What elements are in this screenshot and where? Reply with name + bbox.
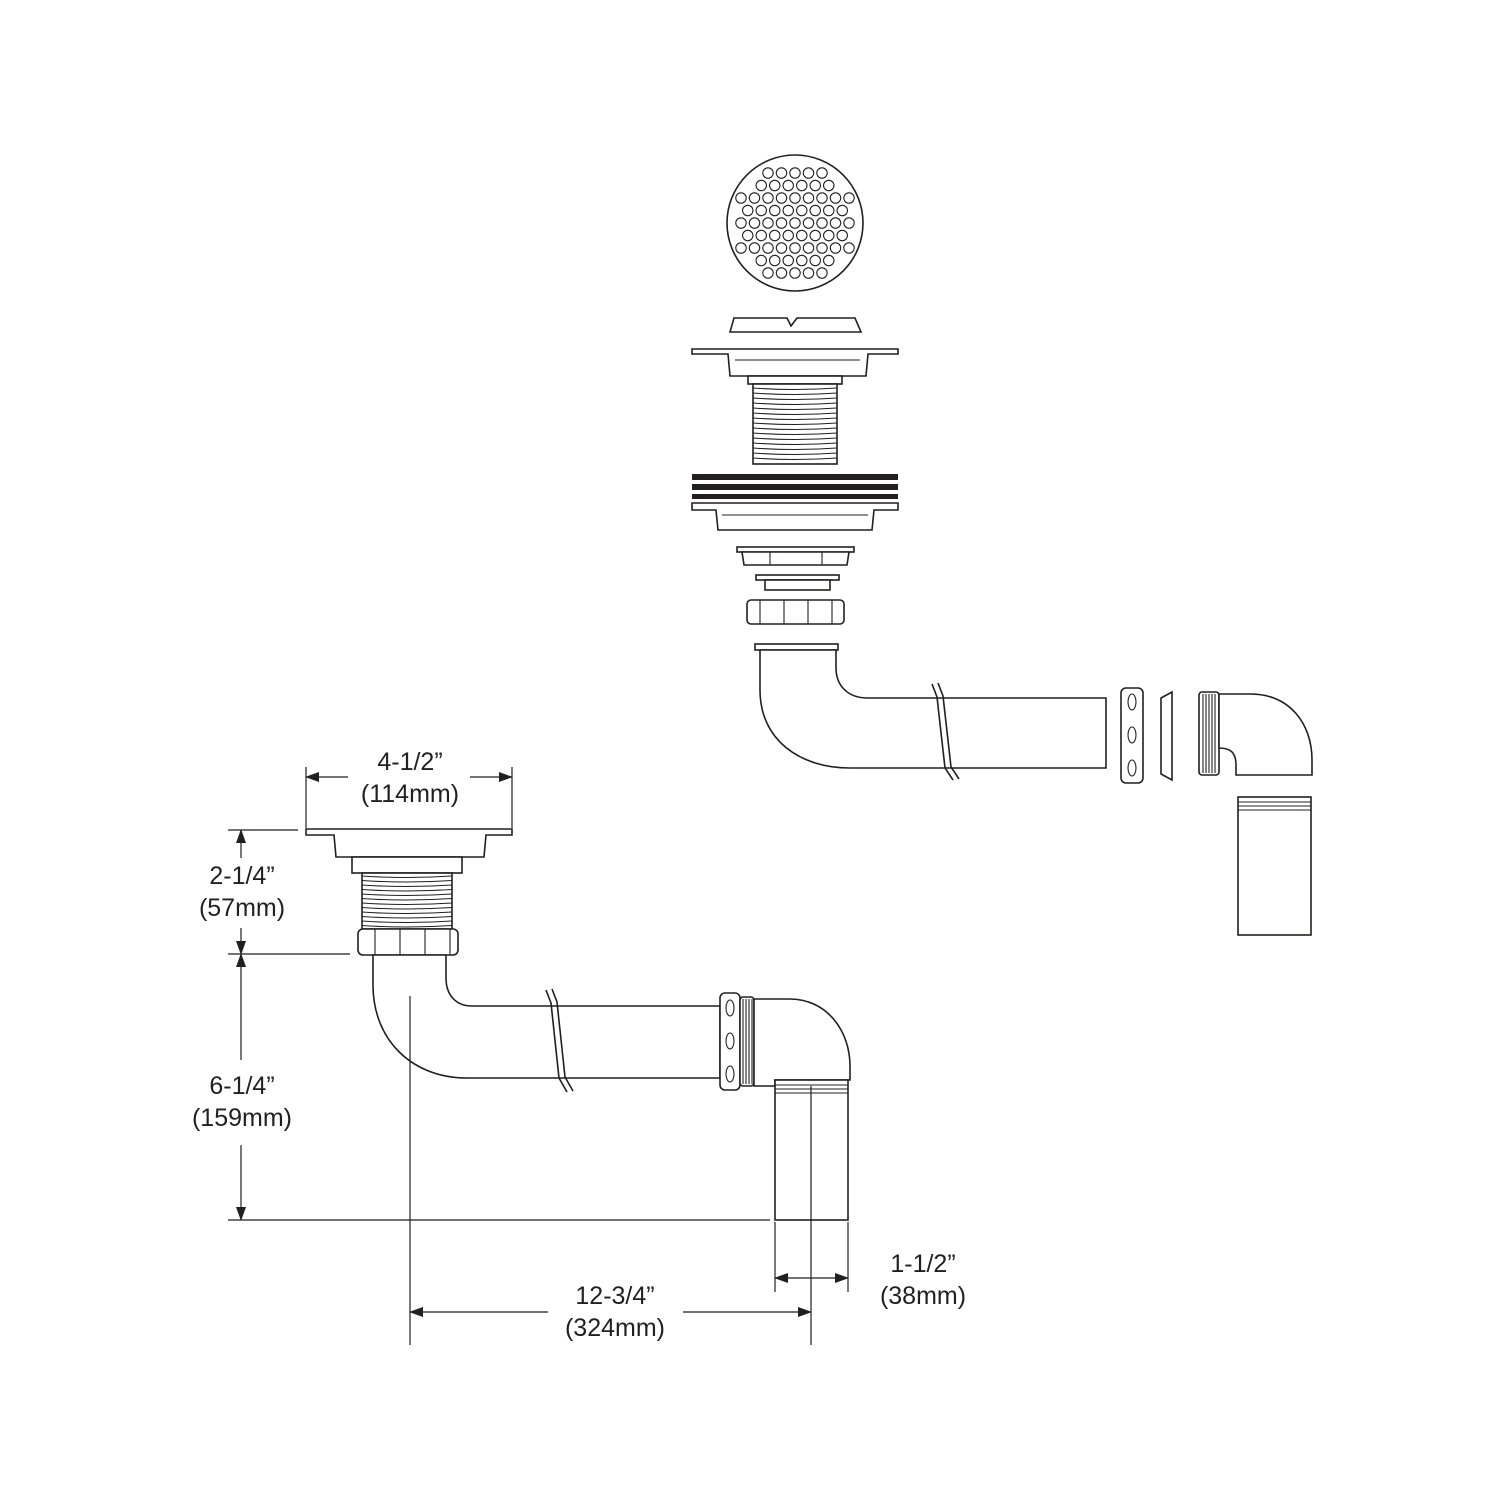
dimension-lines (228, 767, 849, 1345)
dimension-label-flange-height: 2-1/4” (57mm) (172, 860, 312, 924)
exploded-view (691, 154, 1313, 936)
coupling-nut (746, 599, 845, 625)
assembled-view (305, 828, 851, 1221)
dimension-label-strainer-width: 4-1/2” (114mm) (330, 746, 490, 810)
strainer-lock-cap (728, 317, 863, 333)
rubber-gasket (692, 474, 898, 499)
slip-nut (1120, 687, 1144, 784)
elbow-tailpiece (754, 643, 1107, 781)
drop-height-metric: (159mm) (191, 1104, 292, 1132)
sink-flange-body (691, 348, 899, 465)
strainer-width-imperial: 4-1/2” (377, 748, 443, 776)
outlet-pipe (1237, 796, 1312, 936)
outlet-diameter-imperial: 1-1/2” (890, 1250, 956, 1278)
dimension-label-drop-height: 6-1/4” (159mm) (172, 1070, 312, 1134)
horizontal-length-metric: (324mm) (564, 1314, 665, 1342)
strainer-width-metric: (114mm) (360, 780, 460, 808)
flange-height-metric: (57mm) (198, 894, 286, 922)
strainer-basket (726, 154, 864, 292)
locknut (736, 546, 855, 566)
fibre-washer (755, 574, 840, 591)
dimension-label-horizontal-length: 12-3/4” (324mm) (540, 1280, 690, 1344)
dimension-label-outlet-diameter: 1-1/2” (38mm) (858, 1248, 988, 1312)
horizontal-length-imperial: 12-3/4” (575, 1282, 655, 1310)
slip-washer (1160, 690, 1173, 782)
drop-height-imperial: 6-1/4” (209, 1072, 275, 1100)
friction-washer (691, 502, 899, 531)
flange-height-imperial: 2-1/4” (209, 862, 275, 890)
elbow-fitting (1198, 691, 1313, 776)
outlet-diameter-metric: (38mm) (879, 1282, 967, 1310)
